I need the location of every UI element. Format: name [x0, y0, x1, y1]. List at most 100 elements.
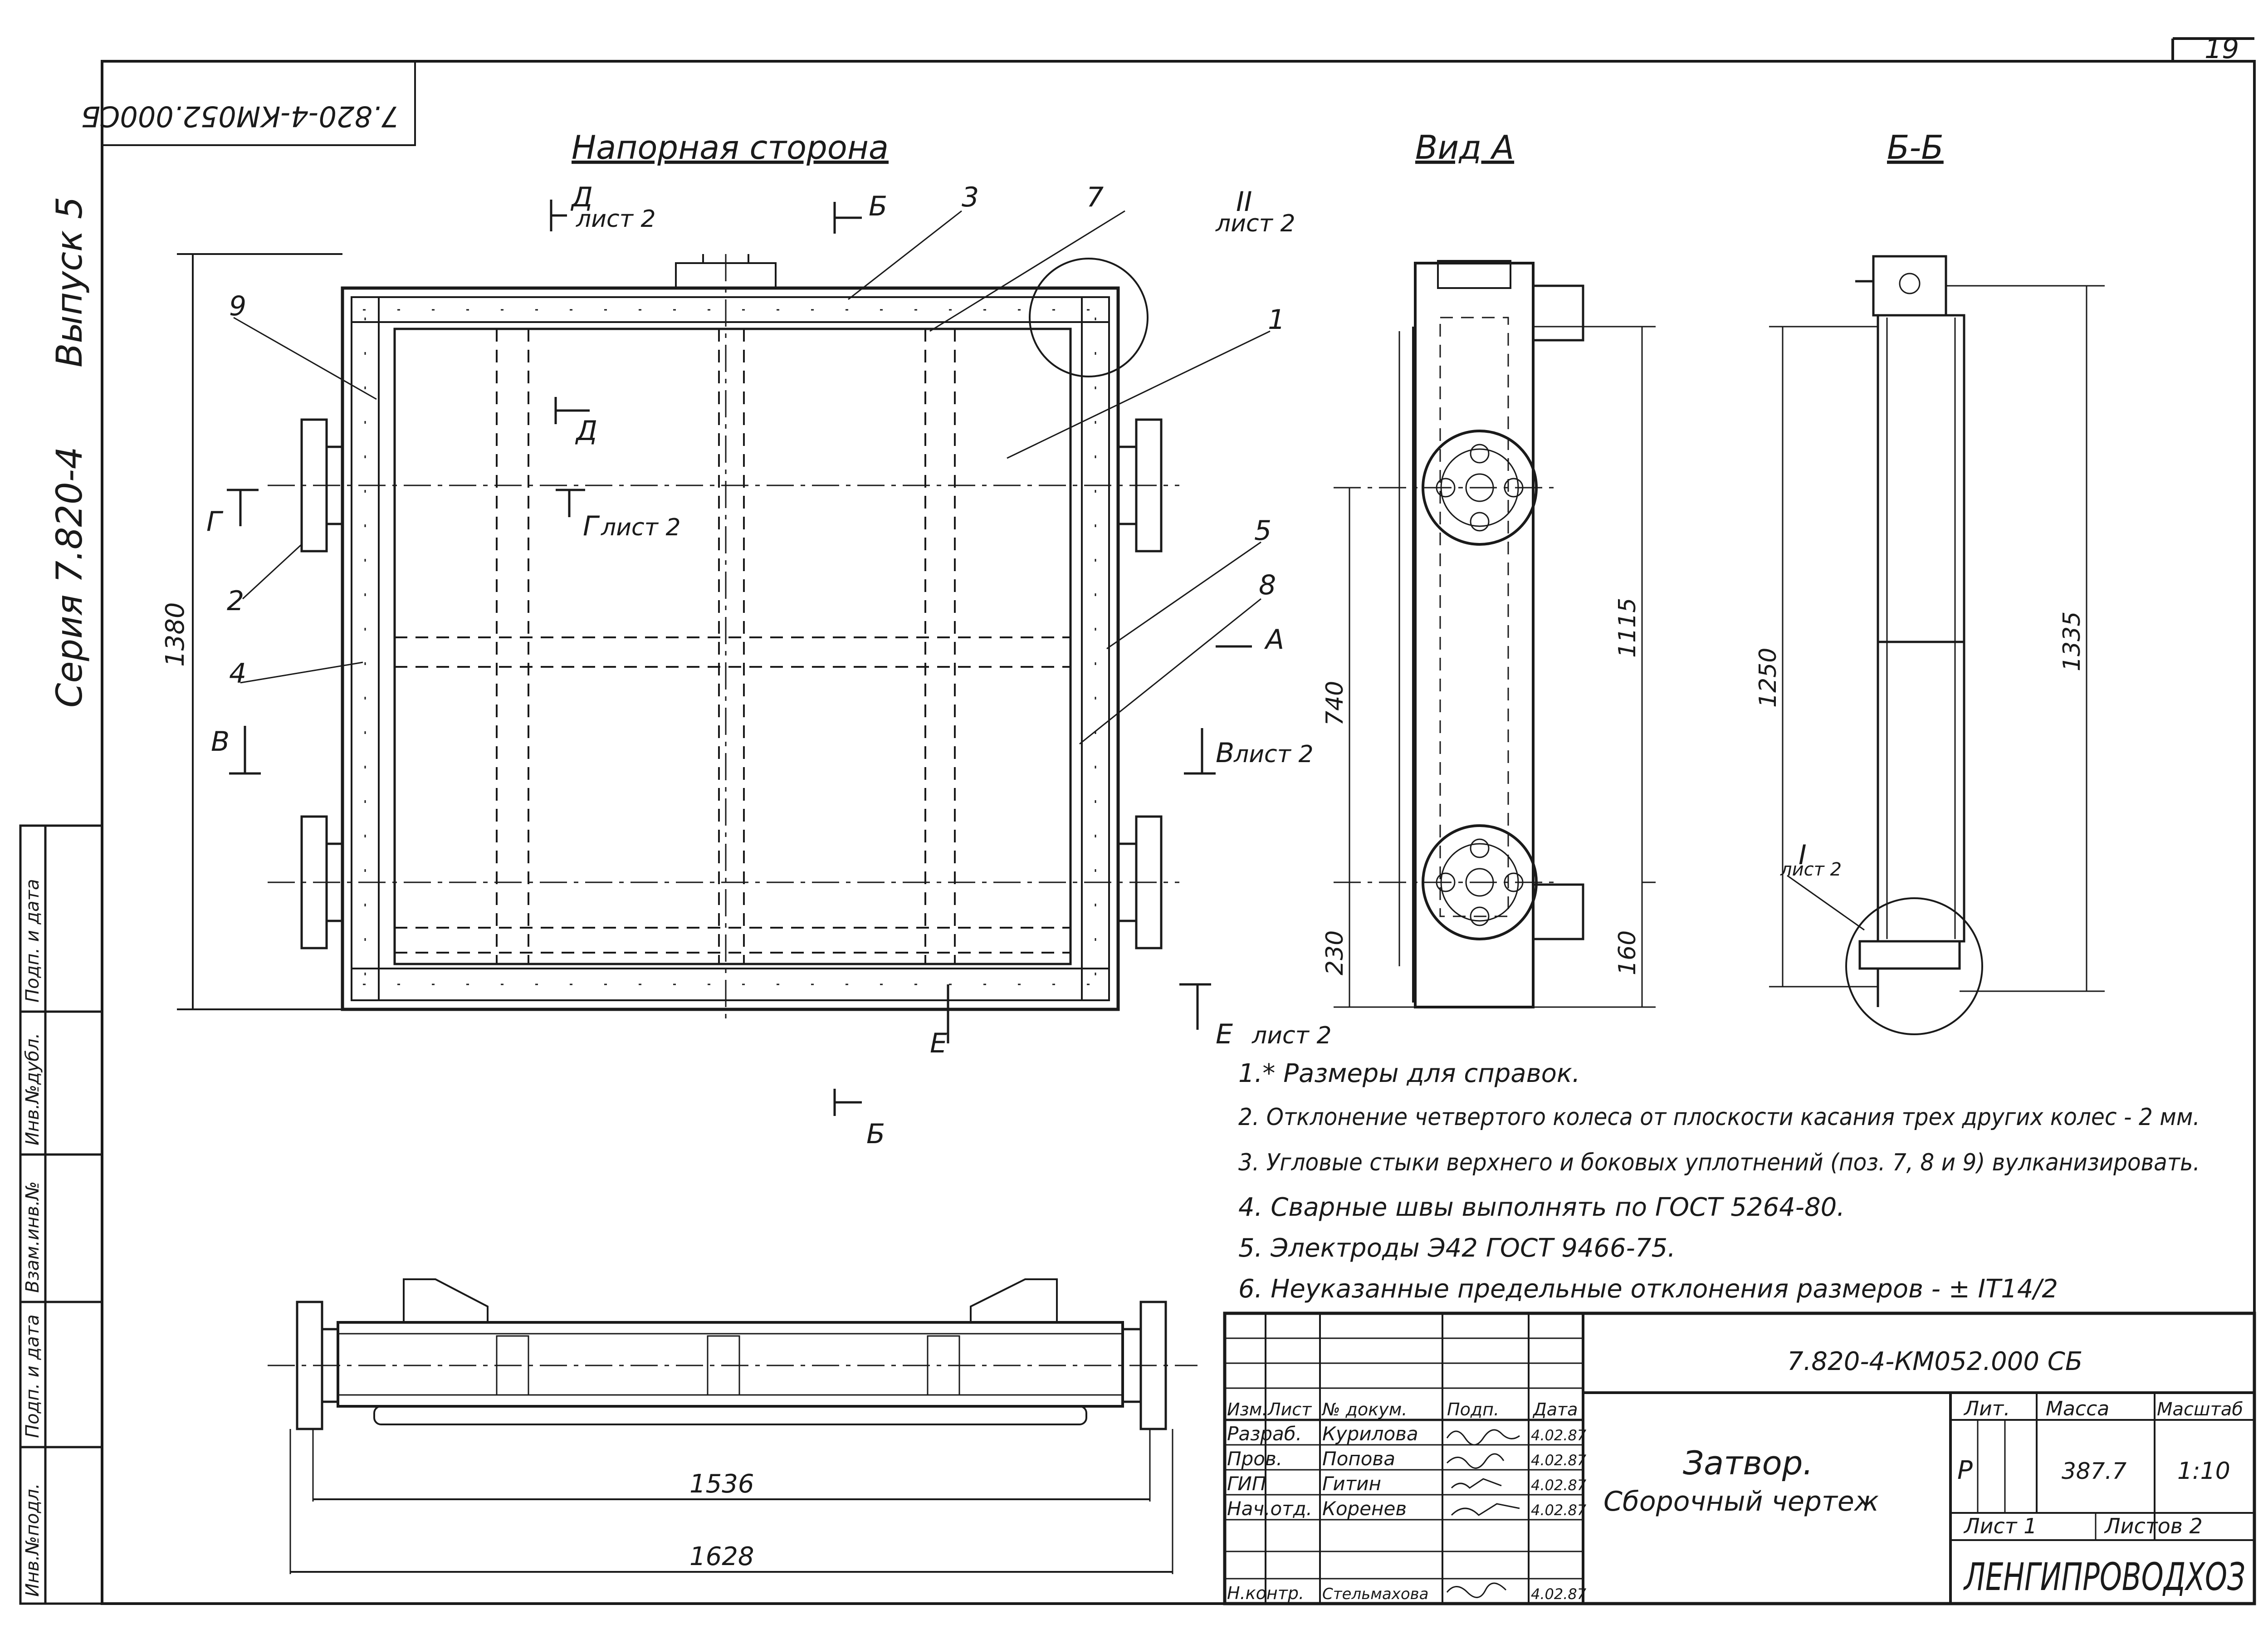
- mark-g-inner-letter: Г: [583, 510, 600, 542]
- section-view: [1769, 255, 2105, 1035]
- pos-4: 5: [1254, 515, 1271, 547]
- tb-designation: 7.820-4-КМ052.000 СБ: [1787, 1347, 2082, 1376]
- mark-a-right: А: [1264, 624, 1284, 656]
- pos-2: 2: [227, 585, 244, 617]
- notes: 1.* Размеры для справок. 2. Отклонение ч…: [1238, 1059, 2200, 1304]
- mark-v-right-letter: В: [1216, 737, 1234, 769]
- tb-role-5: Н.контр.: [1227, 1583, 1304, 1603]
- mark-i-letter: I: [1799, 839, 1807, 871]
- front-view: [300, 254, 1163, 1011]
- tb-role-4: Нач.отд.: [1227, 1497, 1312, 1520]
- dim-section-left: 1250: [1755, 648, 1782, 708]
- dim-side-bottom: 160: [1614, 930, 1641, 975]
- dim-front-height: 1380: [161, 602, 190, 667]
- mark-ii-ref: лист 2: [1215, 210, 1295, 237]
- mark-e-bottom: Е: [930, 1027, 947, 1059]
- title-block: [1223, 1311, 2256, 1605]
- pos-7: 7: [1086, 181, 1104, 213]
- tb-title-2: Сборочный чертеж: [1603, 1486, 1879, 1517]
- tb-lit-value: Р: [1957, 1456, 1973, 1485]
- dim-side-height: 1115: [1614, 598, 1641, 658]
- mark-v-right-ref: лист 2: [1233, 741, 1314, 768]
- series-label: Серия 7.820-4: [49, 447, 90, 708]
- front-centerlines: [268, 254, 1179, 1025]
- section-arrows: [227, 200, 1252, 1116]
- rotated-sheet-code: 7.820-4-КМ052.000СБ: [81, 100, 399, 133]
- pos-3: 3: [962, 181, 979, 213]
- mark-e-right-letter: Е: [1216, 1018, 1233, 1050]
- strip-label-3: Взам.инв.№: [22, 1181, 43, 1293]
- front-dimension-lines: [177, 253, 342, 1010]
- pos-9: 9: [229, 290, 246, 322]
- tb-role-1: Разраб.: [1227, 1423, 1302, 1445]
- tb-scale-value: 1:10: [2177, 1458, 2230, 1485]
- note-6: 6. Неуказанные предельные отклонения раз…: [1238, 1274, 2058, 1304]
- mark-ii-letter: II: [1236, 186, 1252, 218]
- tb-sheets: Листов 2: [2104, 1514, 2203, 1538]
- strip-label-2: Подп. и дата: [22, 1315, 43, 1438]
- mark-e-right-ref: лист 2: [1251, 1022, 1332, 1049]
- mark-g-inner-ref: лист 2: [601, 514, 681, 541]
- position-leaders: [233, 210, 1271, 745]
- tb-head-izm: Изм.: [1227, 1399, 1267, 1419]
- section-view-title: Б-Б: [1887, 128, 1944, 166]
- note-1: 1.* Размеры для справок.: [1238, 1059, 1580, 1088]
- strip-label-1: Инв.№подл.: [22, 1483, 43, 1597]
- pos-1: 1: [1268, 304, 1285, 336]
- tb-date-1: 4.02.87: [1531, 1427, 1587, 1444]
- page-number: 19: [2204, 33, 2239, 65]
- dim-bottom-inner: 1536: [689, 1469, 754, 1499]
- tb-date-3: 4.02.87: [1531, 1477, 1587, 1494]
- mark-d-inner: Д: [575, 415, 597, 447]
- tb-role-3: ГИП: [1227, 1473, 1266, 1495]
- tb-date-2: 4.02.87: [1531, 1452, 1587, 1469]
- dim-front-bottom: 230: [1321, 930, 1349, 975]
- rotated-code-box: 7.820-4-КМ052.000СБ: [81, 60, 416, 146]
- tb-sheet: Лист 1: [1963, 1514, 2037, 1538]
- note-4: 4. Сварные швы выполнять по ГОСТ 5264-80…: [1238, 1193, 1845, 1222]
- bottom-view: [268, 1278, 1198, 1574]
- dim-bottom-outer: 1628: [689, 1542, 754, 1571]
- tb-name-5: Стельмахова: [1322, 1585, 1429, 1603]
- front-view-title: Напорная сторона: [572, 128, 889, 166]
- mark-g-left: Г: [206, 506, 224, 538]
- strip-label-4: Инв.№дубл.: [22, 1033, 43, 1145]
- tb-scale-label: Масштаб: [2157, 1399, 2243, 1420]
- tb-lit-label: Лит.: [1963, 1397, 2010, 1420]
- tb-date-5: 4.02.87: [1531, 1585, 1587, 1603]
- mark-d-top-ref: лист 2: [576, 205, 656, 233]
- mark-d-top-letter: Д: [570, 181, 593, 213]
- dim-section-right: 1335: [2058, 612, 2086, 671]
- pos-5: 4: [229, 658, 246, 690]
- tb-mass-value: 387.7: [2062, 1458, 2126, 1484]
- tb-org: ЛЕНГИПРОВОДХОЗ: [1963, 1555, 2245, 1599]
- tb-title-1: Затвор.: [1683, 1444, 1813, 1482]
- pos-8: 8: [1259, 569, 1276, 601]
- mark-v-left: В: [211, 726, 230, 758]
- tb-head-sign: Подп.: [1447, 1399, 1499, 1419]
- tb-name-4: Коренев: [1322, 1497, 1407, 1520]
- note-5: 5. Электроды Э42 ГОСТ 9466-75.: [1238, 1233, 1676, 1263]
- mark-b-bottom: Б: [866, 1118, 885, 1150]
- tb-name-3: Гитин: [1322, 1473, 1381, 1495]
- side-view: [1334, 260, 1656, 1008]
- signatures: [1446, 1429, 1520, 1598]
- tb-name-1: Курилова: [1322, 1423, 1418, 1445]
- side-view-title: Вид А: [1415, 128, 1514, 166]
- tb-head-doc: № докум.: [1321, 1399, 1407, 1419]
- tb-date-4: 4.02.87: [1531, 1502, 1587, 1519]
- dim-front-mid: 740: [1321, 681, 1349, 726]
- tb-name-2: Попова: [1322, 1448, 1395, 1470]
- issue-label: Выпуск 5: [49, 196, 90, 367]
- mark-b-top: Б: [869, 191, 887, 222]
- note-2: 2. Отклонение четвертого колеса от плоск…: [1238, 1104, 2200, 1131]
- tb-head-date: Дата: [1532, 1399, 1578, 1419]
- strip-label-5: Подп. и дата: [22, 879, 43, 1003]
- left-signature-strip: [19, 824, 103, 1605]
- tb-head-list: Лист: [1267, 1399, 1312, 1419]
- note-3: 3. Угловые стыки верхнего и боковых упло…: [1238, 1149, 2200, 1176]
- tb-mass-label: Масса: [2046, 1397, 2109, 1420]
- mark-i-ref: лист 2: [1780, 859, 1842, 880]
- tb-role-2: Пров.: [1227, 1448, 1282, 1470]
